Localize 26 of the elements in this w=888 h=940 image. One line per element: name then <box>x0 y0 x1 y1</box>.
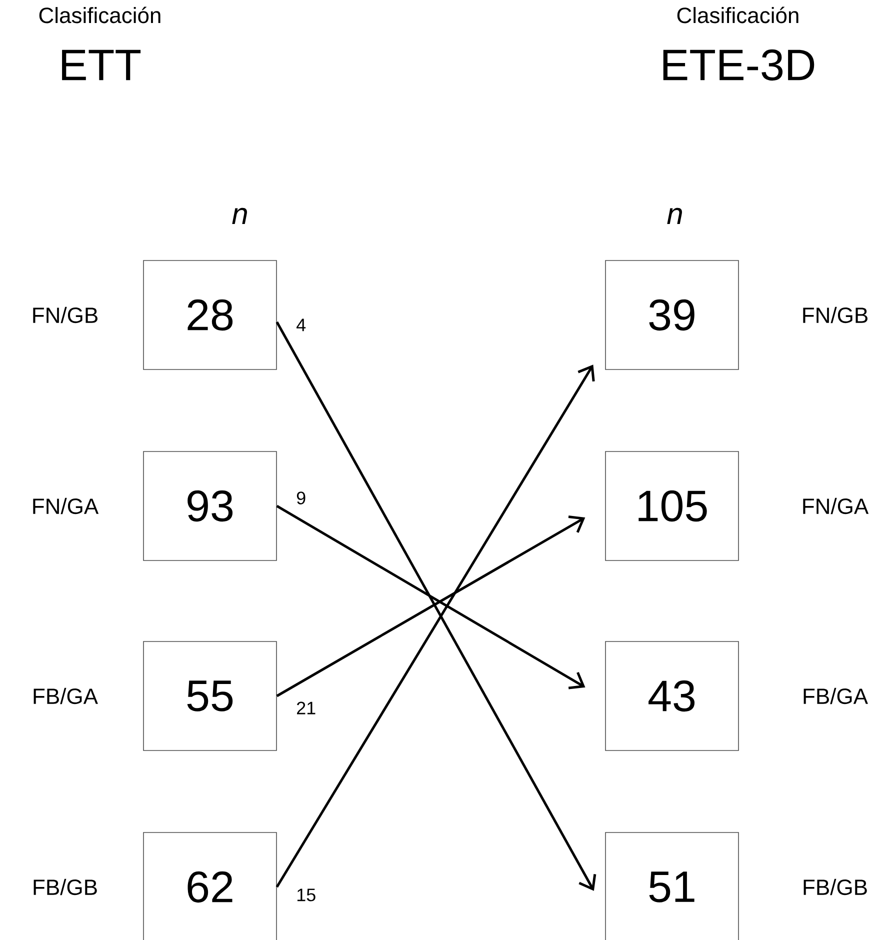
edge-label: 9 <box>295 490 308 506</box>
column-caption: Clasificación <box>677 6 798 24</box>
column-title: ETT <box>62 50 141 80</box>
number-box: 39 <box>605 260 739 370</box>
number-box: 43 <box>605 641 739 751</box>
edge-label: 4 <box>295 318 308 332</box>
column-title: ETE-3D <box>663 49 814 81</box>
row-label: FN/GA <box>803 498 869 514</box>
number-box: 93 <box>143 451 277 561</box>
row-label: FB/GA <box>804 688 868 704</box>
number-box: 28 <box>143 260 277 370</box>
row-label: FN/GB <box>33 306 98 324</box>
row-label: FB/GB <box>34 878 97 896</box>
row-label: FB/GA <box>34 688 98 704</box>
number-box: 55 <box>143 641 277 751</box>
column-caption: Clasificación <box>39 6 160 24</box>
number-box: 105 <box>605 451 739 561</box>
row-label: FN/GB <box>803 306 868 324</box>
edge-label: 15 <box>295 888 318 902</box>
n-label: n <box>667 208 682 224</box>
number-box: 62 <box>143 832 277 940</box>
row-label: FN/GA <box>33 498 99 514</box>
edge-label: 21 <box>295 700 318 716</box>
row-label: FB/GB <box>804 878 867 896</box>
n-label: n <box>232 208 247 224</box>
number-box: 51 <box>605 832 739 940</box>
